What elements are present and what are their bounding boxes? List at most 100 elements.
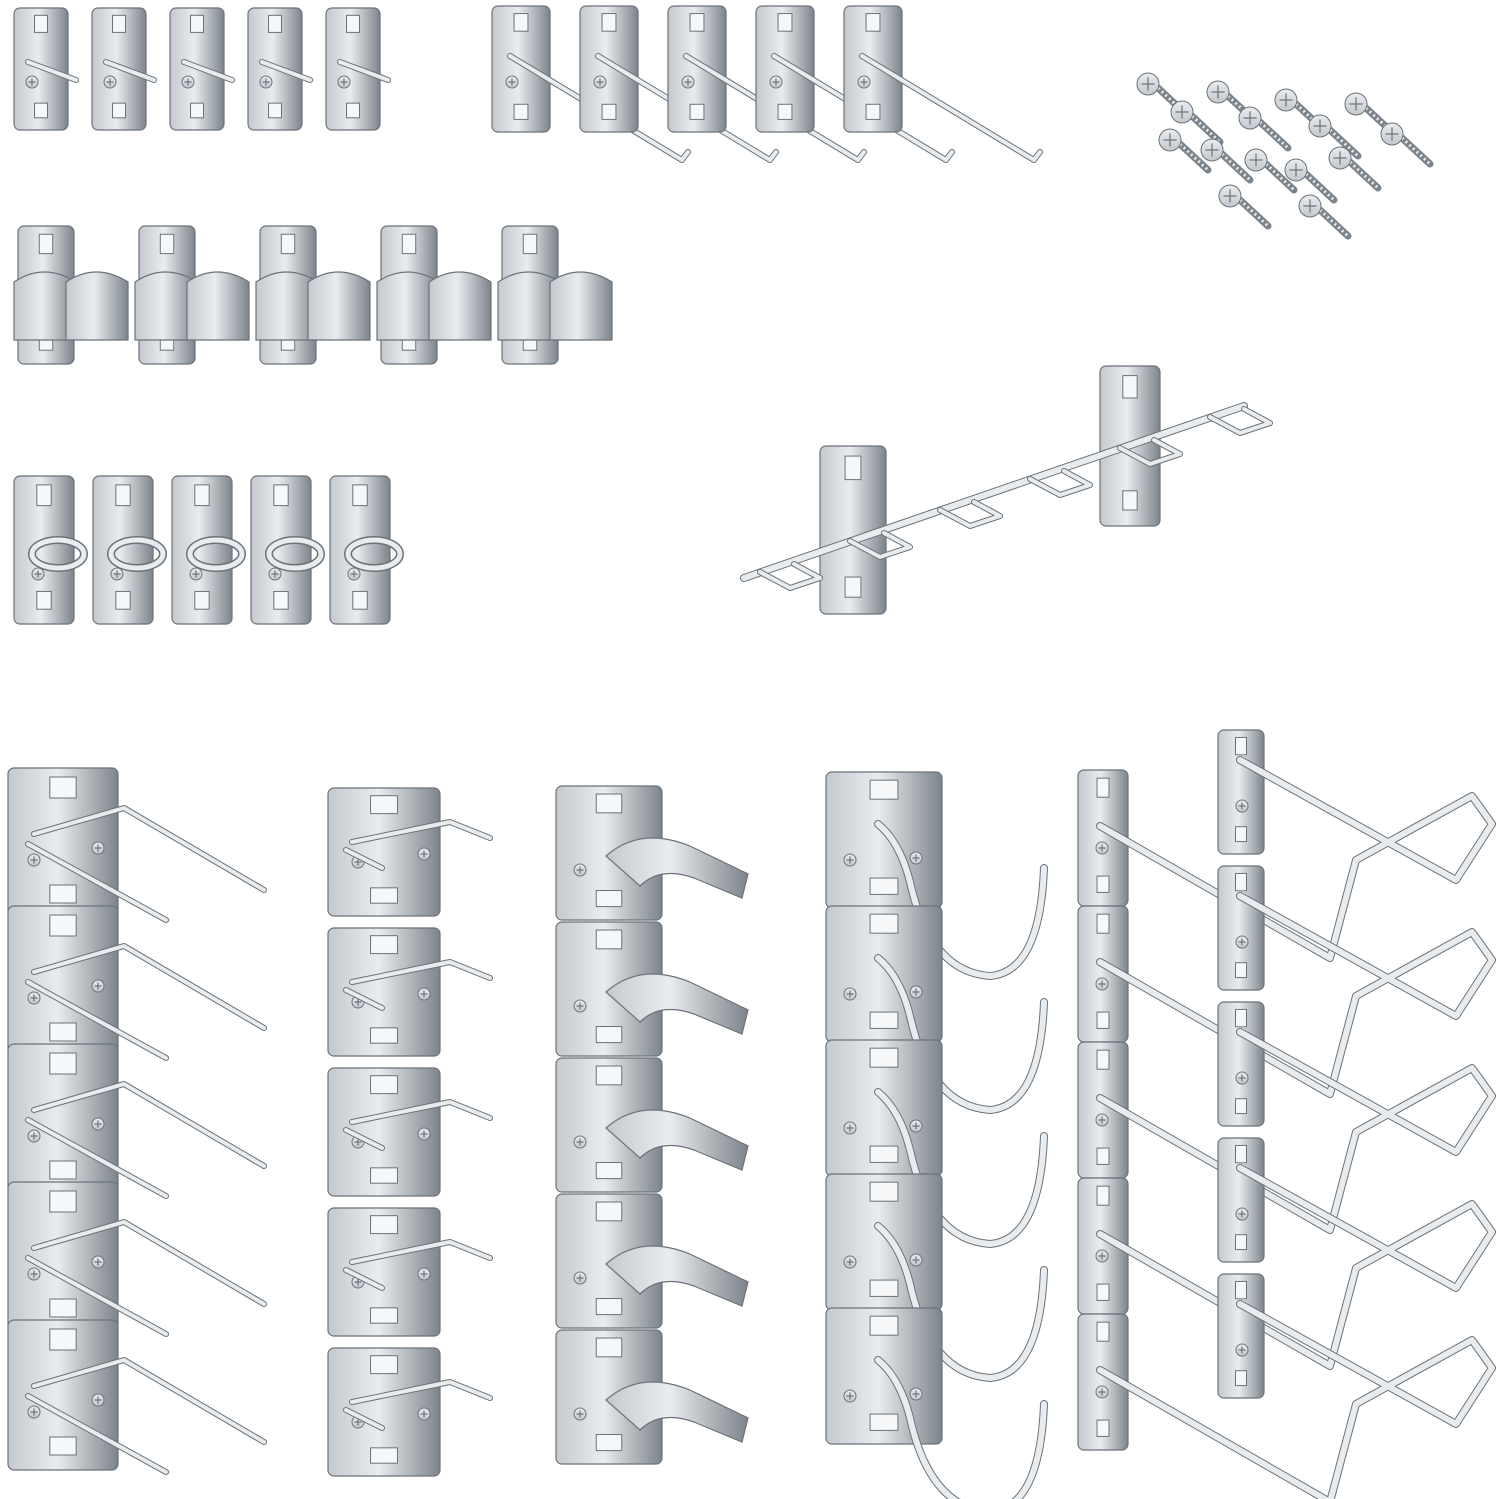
plate-slot bbox=[844, 576, 862, 598]
plate-slot bbox=[36, 590, 52, 610]
plate-slot bbox=[595, 890, 623, 908]
plate-slot bbox=[194, 590, 210, 610]
plate-slot bbox=[595, 929, 623, 950]
plate-slot bbox=[194, 484, 210, 507]
plate-slot bbox=[1234, 1234, 1248, 1251]
plate-slot bbox=[1234, 1008, 1248, 1028]
plate-slot bbox=[1122, 490, 1138, 511]
loop-bracket-plate bbox=[1217, 729, 1265, 855]
plate-slot bbox=[869, 1181, 899, 1202]
plate-slot bbox=[595, 1026, 623, 1044]
plate-slot bbox=[595, 1434, 623, 1452]
plate-slot bbox=[1234, 826, 1248, 843]
plate-slot bbox=[370, 1447, 398, 1464]
ring-hook-plate bbox=[13, 475, 75, 625]
single-prong-hooks-long bbox=[491, 5, 1043, 163]
plate-slot bbox=[49, 1328, 77, 1351]
loop-bracket-plate bbox=[1217, 865, 1265, 991]
long-hook-plate bbox=[579, 5, 639, 133]
plate-slot bbox=[844, 455, 862, 481]
plate-slot bbox=[595, 1065, 623, 1086]
plate-slot bbox=[346, 14, 360, 33]
plate-slot bbox=[1234, 1370, 1248, 1387]
loop-bracket-plate bbox=[1217, 1001, 1265, 1127]
plate-slot bbox=[268, 14, 282, 33]
plate-slot bbox=[49, 1022, 77, 1042]
plate-slot bbox=[346, 102, 360, 119]
spring-clip-holders bbox=[555, 785, 749, 1465]
plate-slot bbox=[190, 102, 204, 119]
clip-spring-arm bbox=[605, 837, 749, 899]
plate-slot bbox=[370, 1075, 398, 1095]
plate-slot bbox=[190, 14, 204, 33]
plate-slot bbox=[869, 1315, 899, 1336]
single-prong-hooks-short bbox=[13, 7, 391, 131]
plate-slot bbox=[159, 233, 175, 255]
plate-slot bbox=[869, 1413, 899, 1431]
plate-slot bbox=[401, 233, 417, 255]
plate-slot bbox=[595, 1162, 623, 1180]
plate-slot bbox=[595, 793, 623, 814]
plate-slot bbox=[370, 1215, 398, 1235]
plate-slot bbox=[1122, 375, 1138, 399]
double-rod-hooks-short bbox=[327, 787, 493, 1477]
ring-hook-plate bbox=[171, 475, 233, 625]
short-double-plate bbox=[327, 1067, 441, 1197]
plate-slot bbox=[34, 102, 48, 119]
long-hook-plate bbox=[843, 5, 903, 133]
long-hook-plate bbox=[755, 5, 815, 133]
multi-tool-rack bbox=[740, 365, 1273, 615]
j-hook-plate bbox=[825, 1307, 943, 1445]
short-double-plate bbox=[327, 927, 441, 1057]
plate-slot bbox=[49, 776, 77, 799]
plate-slot bbox=[49, 1298, 77, 1318]
loop-bracket-plate bbox=[1217, 1137, 1265, 1263]
plate-slot bbox=[115, 484, 131, 507]
plate-slot bbox=[865, 13, 881, 32]
plate-slot bbox=[1096, 1185, 1110, 1206]
plate-slot bbox=[1096, 1321, 1110, 1342]
curved-j-hooks bbox=[825, 771, 1048, 1499]
plate-slot bbox=[280, 233, 296, 255]
plate-slot bbox=[522, 233, 538, 255]
plate-slot bbox=[115, 590, 131, 610]
plate-slot bbox=[513, 13, 529, 32]
plate-slot bbox=[689, 13, 705, 32]
plate-slot bbox=[1096, 1419, 1110, 1437]
plate-slot bbox=[268, 102, 282, 119]
plate-slot bbox=[34, 14, 48, 33]
plate-slot bbox=[869, 1145, 899, 1163]
plate-slot bbox=[1234, 736, 1248, 756]
short-double-plate bbox=[327, 787, 441, 917]
spring-clip-right bbox=[428, 271, 492, 341]
plate-slot bbox=[273, 590, 289, 610]
clip-spring-arm bbox=[605, 1381, 749, 1443]
plate-slot bbox=[49, 884, 77, 904]
plate-slot bbox=[1096, 1049, 1110, 1070]
plate-slot bbox=[513, 103, 529, 120]
double-rod-hooks-long bbox=[7, 767, 267, 1475]
spring-clip-right bbox=[307, 271, 371, 341]
plate-slot bbox=[865, 103, 881, 120]
plate-slot bbox=[370, 1167, 398, 1184]
plate-slot bbox=[370, 1355, 398, 1375]
long-hook-plate bbox=[491, 5, 551, 133]
plate-slot bbox=[1096, 1147, 1110, 1165]
plate-slot bbox=[1234, 1280, 1248, 1300]
plate-slot bbox=[777, 103, 793, 120]
plate-slot bbox=[1234, 1144, 1248, 1164]
plate-slot bbox=[352, 484, 368, 507]
spring-clip-right bbox=[65, 271, 129, 341]
ring-hook-plate bbox=[329, 475, 391, 625]
plate-slot bbox=[370, 1307, 398, 1324]
plate-slot bbox=[112, 102, 126, 119]
plate-slot bbox=[595, 1298, 623, 1316]
plate-slot bbox=[49, 1436, 77, 1456]
spring-clip-right bbox=[549, 271, 613, 341]
plate-slot bbox=[869, 1279, 899, 1297]
plate-slot bbox=[49, 914, 77, 937]
plate-slot bbox=[869, 1011, 899, 1029]
plate-slot bbox=[777, 13, 793, 32]
plate-slot bbox=[49, 1190, 77, 1213]
